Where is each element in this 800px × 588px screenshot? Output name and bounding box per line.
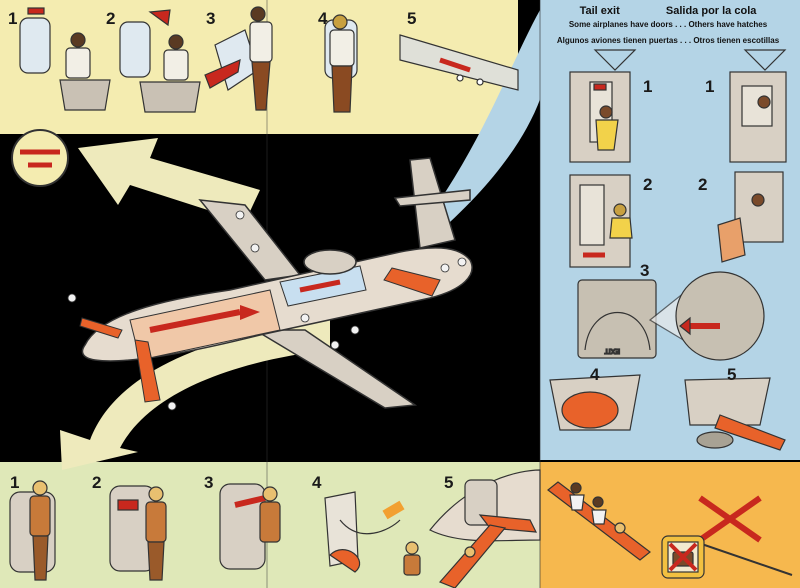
slide-rules-panel bbox=[540, 462, 800, 588]
bottom-step-2: 2 bbox=[92, 473, 102, 492]
tail-step-1-door: 1 bbox=[643, 77, 653, 96]
tail-callout bbox=[420, 10, 548, 238]
tail-step-2-door: 2 bbox=[643, 175, 653, 194]
window-handle-detail bbox=[11, 129, 69, 187]
tail-exit-title-en: Tail exit bbox=[579, 5, 620, 17]
tail-step-4: 4 bbox=[590, 365, 600, 384]
tail-exit-note-es: Algunos aviones tienen puertas . . . Otr… bbox=[556, 36, 780, 45]
tail-exit-title-es: Salida por la cola bbox=[665, 5, 757, 17]
tail-exit-note-en: Some airplanes have doors . . . Others h… bbox=[568, 20, 768, 29]
bottom-step-4: 4 bbox=[312, 473, 322, 492]
tail-step-1-hatch: 1 bbox=[705, 77, 715, 96]
top-step-2: 2 bbox=[106, 9, 116, 28]
exit-sign: EXIT bbox=[604, 347, 620, 354]
top-step-5: 5 bbox=[407, 9, 417, 28]
top-step-1: 1 bbox=[8, 9, 18, 28]
tail-exit-title: Tail exit Salida por la cola bbox=[540, 5, 796, 17]
no-baggage-icon bbox=[661, 535, 705, 579]
top-step-4: 4 bbox=[318, 9, 328, 28]
tail-step-5: 5 bbox=[727, 365, 737, 384]
bottom-step-5: 5 bbox=[444, 473, 454, 492]
top-step-3: 3 bbox=[206, 9, 216, 28]
tail-step-3: 3 bbox=[640, 261, 650, 280]
callout-arrow-bottom bbox=[60, 320, 330, 470]
tail-step-2-hatch: 2 bbox=[698, 175, 708, 194]
bottom-step-1: 1 bbox=[10, 473, 20, 492]
bottom-step-3: 3 bbox=[204, 473, 214, 492]
